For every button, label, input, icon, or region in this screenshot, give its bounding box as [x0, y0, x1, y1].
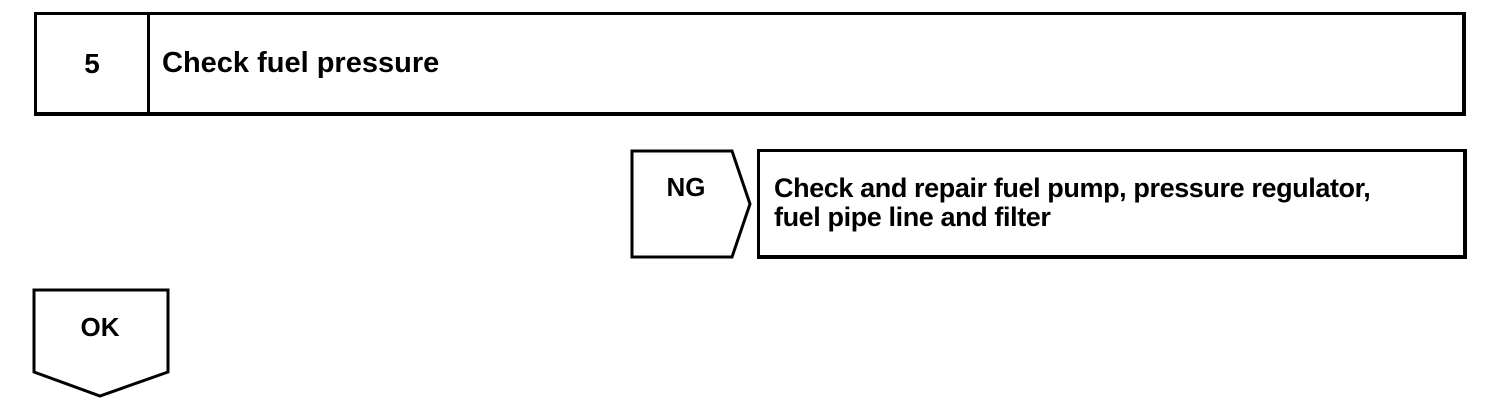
ok-label: OK — [80, 312, 120, 342]
ok-arrow-shape — [32, 288, 170, 398]
step-number: 5 — [37, 15, 150, 112]
ng-action-box: Check and repair fuel pump, pressure reg… — [757, 149, 1467, 259]
ng-label: NG — [666, 172, 706, 202]
step-title: Check fuel pressure — [162, 47, 440, 79]
ng-action-line-1: Check and repair fuel pump, pressure reg… — [774, 173, 1371, 203]
step-header-box: 5 Check fuel pressure — [34, 12, 1466, 116]
ng-action-line-2: fuel pipe line and filter — [774, 202, 1051, 232]
ng-arrow-shape — [630, 149, 752, 259]
